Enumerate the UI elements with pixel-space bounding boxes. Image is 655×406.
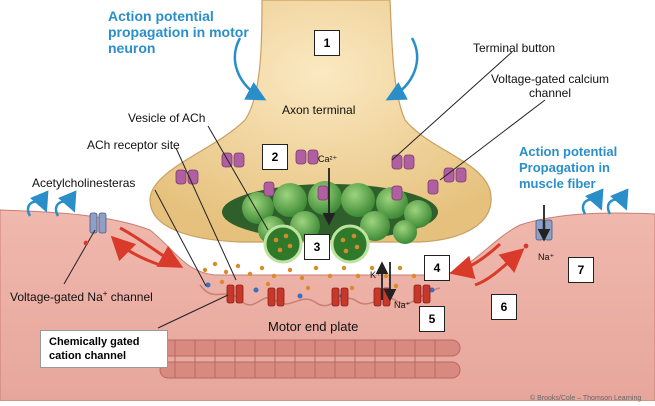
vg-na-text: Voltage-gated Na — [10, 290, 103, 304]
axon-terminal-label: Axon terminal — [282, 103, 355, 117]
ap-neuron-label: Action potential propagation in motor ne… — [108, 8, 258, 56]
vesicle-label: Vesicle of ACh — [128, 111, 205, 125]
na-muscle-label: Na⁺ — [538, 250, 554, 264]
step-1-box: 1 — [314, 30, 340, 56]
ap-muscle-label: Action potential Propagation in muscle f… — [519, 144, 649, 192]
ca-label: Ca²⁺ — [318, 152, 337, 166]
step-3-box: 3 — [304, 234, 330, 260]
na-dot — [84, 241, 89, 246]
vg-na-suffix: channel — [107, 290, 152, 304]
na-end-plate-label: Na⁺ — [394, 298, 410, 312]
step-4-box: 4 — [424, 255, 450, 281]
vg-na-label: Voltage-gated Na+ channel — [10, 287, 153, 304]
step-6-box: 6 — [491, 294, 517, 320]
na-dot — [524, 244, 529, 249]
ache-label: Acetylcholinesteras — [32, 176, 135, 190]
k-label: K⁺ — [370, 268, 381, 282]
credit-label: © Brooks/Cole – Thomson Learning — [530, 392, 641, 406]
motor-end-plate-label: Motor end plate — [268, 320, 358, 334]
terminal-button-label: Terminal button — [473, 41, 555, 55]
step-5-box: 5 — [419, 306, 445, 332]
chem-gated-label: Chemically gated cation channel — [40, 330, 168, 368]
vg-calcium-label: Voltage-gated calcium channel — [480, 72, 620, 100]
ach-receptor-label: ACh receptor site — [87, 138, 180, 152]
step-2-box: 2 — [262, 144, 288, 170]
step-7-box: 7 — [568, 257, 594, 283]
